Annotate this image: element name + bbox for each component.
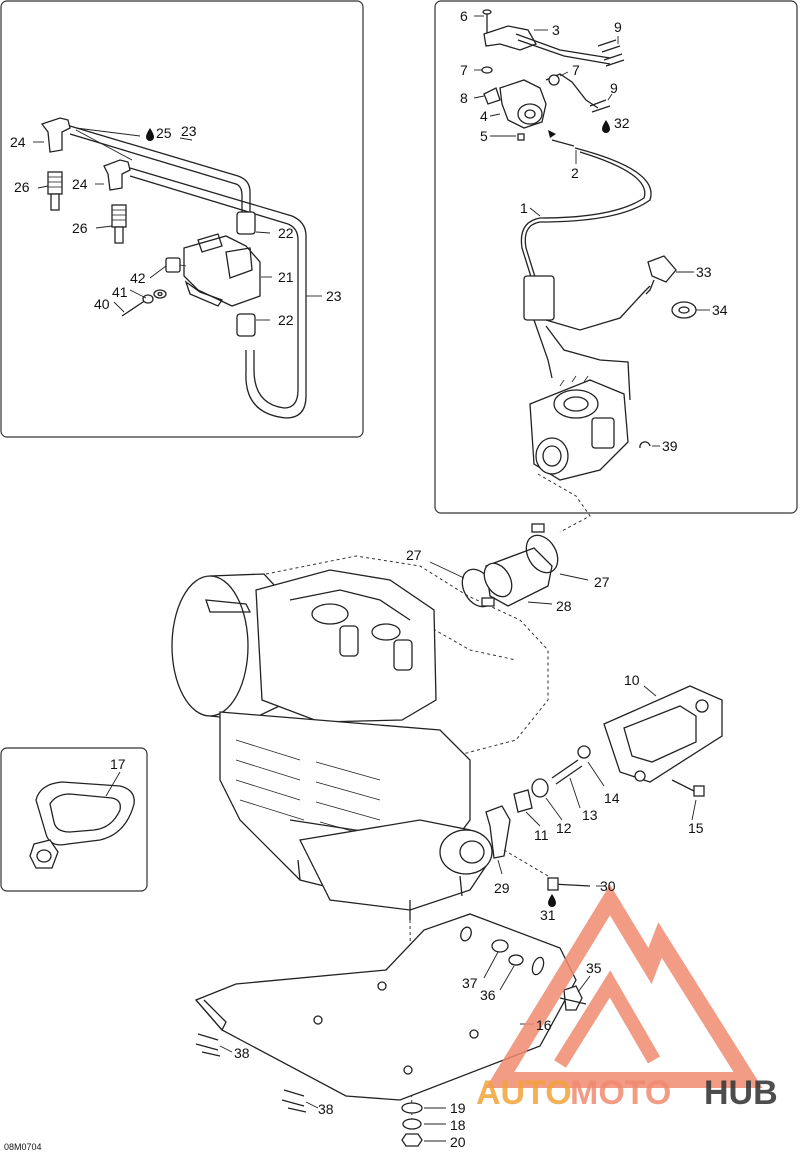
- label-34: 34: [712, 302, 728, 318]
- label-38a: 38: [234, 1045, 250, 1061]
- label-26a: 26: [14, 179, 30, 195]
- label-30: 30: [600, 878, 616, 894]
- label-27b: 27: [594, 574, 610, 590]
- label-4: 4: [480, 108, 488, 124]
- label-24b: 24: [72, 176, 88, 192]
- label-35: 35: [586, 960, 602, 976]
- label-1: 1: [520, 200, 528, 216]
- label-29: 29: [494, 880, 510, 896]
- label-23b: 23: [326, 288, 342, 304]
- label-39: 39: [662, 438, 678, 454]
- skid-plate: [194, 913, 591, 1147]
- engine-assembly: [171, 555, 549, 1131]
- label-14: 14: [604, 790, 620, 806]
- label-37: 37: [462, 975, 478, 991]
- label-31: 31: [540, 907, 556, 923]
- label-11: 11: [534, 827, 549, 843]
- label-21: 21: [278, 269, 294, 285]
- label-38b: 38: [318, 1101, 334, 1117]
- label-25: 25: [156, 125, 172, 141]
- label-24a: 24: [10, 134, 26, 150]
- label-16: 16: [536, 1017, 552, 1033]
- label-22b: 22: [278, 312, 294, 328]
- automotohub-triangle-logo: [485, 884, 763, 1088]
- label-40: 40: [94, 296, 110, 312]
- watermark-text: AUTO MOTO HUB: [476, 1074, 778, 1112]
- label-15: 15: [688, 820, 704, 836]
- label-33: 33: [696, 264, 712, 280]
- label-19: 19: [450, 1100, 466, 1116]
- label-10: 10: [624, 672, 640, 688]
- label-7b: 7: [572, 62, 580, 78]
- ignition-panel: [0, 0, 364, 438]
- label-36: 36: [480, 987, 496, 1003]
- label-13: 13: [582, 807, 598, 823]
- watermark-part-2: MOTO: [570, 1074, 671, 1112]
- label-7a: 7: [460, 62, 468, 78]
- intake-boot: [429, 523, 589, 608]
- label-22a: 22: [278, 225, 294, 241]
- handle-panel: [0, 747, 148, 892]
- figure-code: 08M0704: [4, 1142, 42, 1152]
- label-3: 3: [552, 22, 560, 38]
- label-5: 5: [480, 128, 488, 144]
- label-2: 2: [571, 165, 579, 181]
- label-26b: 26: [72, 220, 88, 236]
- label-18: 18: [450, 1117, 466, 1133]
- label-27a: 27: [406, 547, 422, 563]
- label-28: 28: [556, 598, 572, 614]
- label-6: 6: [460, 8, 468, 24]
- label-32: 32: [614, 115, 630, 131]
- engine-mount: [485, 685, 723, 907]
- label-9b: 9: [610, 80, 618, 96]
- label-20: 20: [450, 1134, 466, 1150]
- label-41: 41: [112, 284, 128, 300]
- label-23a: 23: [181, 123, 197, 139]
- label-17: 17: [110, 756, 126, 772]
- label-12: 12: [556, 820, 572, 836]
- part-labels: 24 25 23 26 24 26 22 42 21 41 23 40 22 6…: [10, 8, 728, 1150]
- label-42: 42: [130, 270, 146, 286]
- label-8: 8: [460, 90, 468, 106]
- carburetor-panel: [434, 0, 798, 533]
- watermark-part-3: HUB: [704, 1074, 778, 1112]
- label-9a: 9: [614, 19, 622, 35]
- watermark-part-1: AUTO: [476, 1074, 572, 1112]
